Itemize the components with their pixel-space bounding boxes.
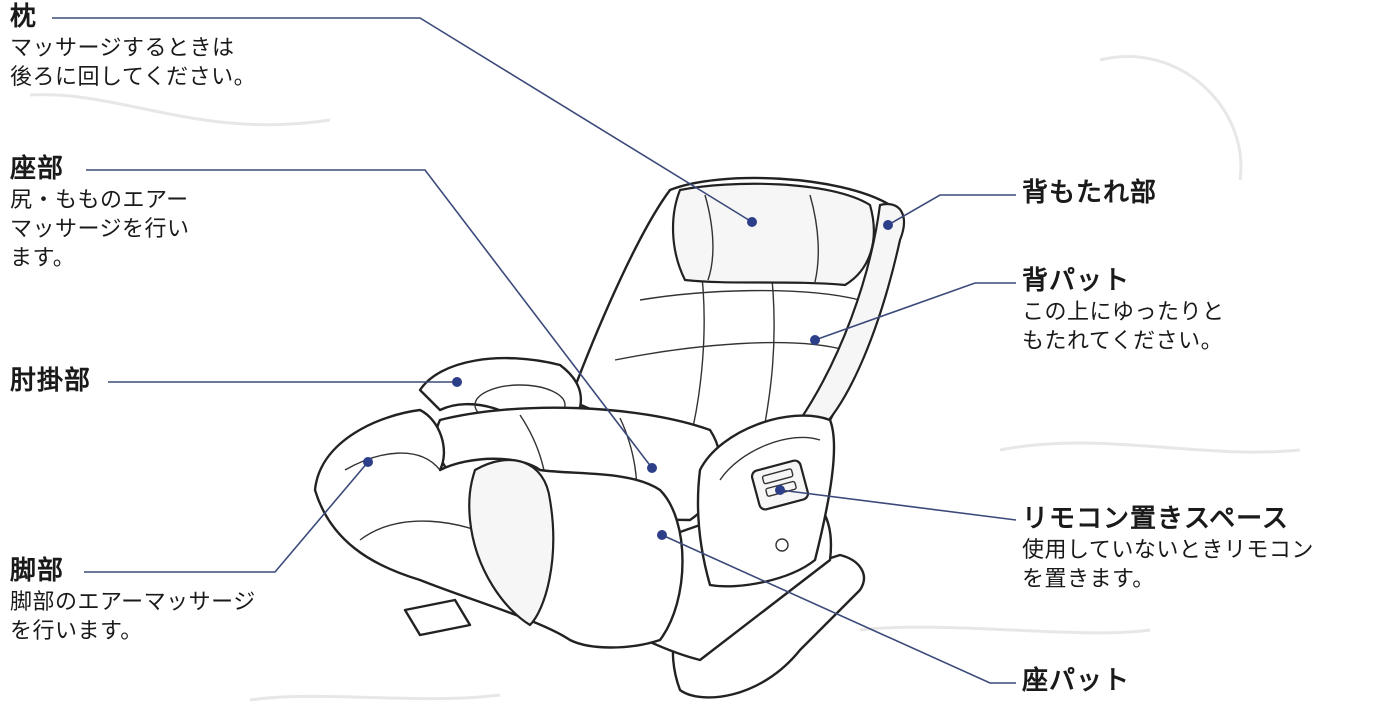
dot-back-pad <box>810 335 820 345</box>
label-backrest-title: 背もたれ部 <box>1022 178 1158 208</box>
label-seat-desc: 尻・もものエアー マッサージを行い ます。 <box>10 188 190 272</box>
label-seat-title: 座部 <box>10 154 65 184</box>
label-armrest: 肘掛部 <box>10 364 91 398</box>
dot-backrest <box>883 220 893 230</box>
callout-dots <box>363 217 893 540</box>
leader-remote-space <box>779 489 1017 521</box>
label-pillow: 枕 マッサージするときは 後ろに回してください。 <box>10 0 256 92</box>
leader-lines <box>52 17 1017 684</box>
dot-remote-space <box>775 485 785 495</box>
label-leg: 脚部 脚部のエアーマッサージ を行います。 <box>10 554 256 646</box>
label-armrest-title: 肘掛部 <box>10 366 92 396</box>
pillow-shape <box>672 182 875 287</box>
label-seat-pad: 座パット <box>1022 664 1130 698</box>
label-leg-desc: 脚部のエアーマッサージ を行います。 <box>10 590 256 645</box>
label-remote-space: リモコン置きスペース 使用していないときリモコン を置きます。 <box>1022 502 1314 594</box>
leader-seat <box>86 169 653 469</box>
label-back-pad-desc: この上にゆったりと もたれてください。 <box>1022 300 1225 355</box>
dot-seat-pad <box>657 530 667 540</box>
leader-backrest <box>887 194 1016 226</box>
label-seat: 座部 尻・もものエアー マッサージを行い ます。 <box>10 152 190 273</box>
dot-pillow <box>747 217 757 227</box>
label-backrest: 背もたれ部 <box>1022 176 1157 210</box>
dot-seat <box>647 463 657 473</box>
dot-leg <box>363 457 373 467</box>
label-pillow-desc: マッサージするときは 後ろに回してください。 <box>10 36 257 91</box>
background-bleed <box>29 55 1301 702</box>
label-back-pad: 背パット この上にゆったりと もたれてください。 <box>1022 264 1225 356</box>
dot-armrest <box>452 377 462 387</box>
leader-pillow <box>52 17 753 223</box>
label-leg-title: 脚部 <box>10 556 65 586</box>
leader-leg <box>84 461 369 573</box>
leader-back-pad <box>814 282 1016 341</box>
label-remote-space-title: リモコン置きスペース <box>1022 504 1289 534</box>
label-pillow-title: 枕 <box>10 2 38 32</box>
label-remote-space-desc: 使用していないときリモコン を置きます。 <box>1022 538 1314 593</box>
label-back-pad-title: 背パット <box>1022 266 1131 296</box>
chair-illustration <box>313 176 905 699</box>
label-seat-pad-title: 座パット <box>1022 666 1131 696</box>
leader-seat-pad <box>661 534 1016 684</box>
footrest-plate <box>403 598 472 637</box>
